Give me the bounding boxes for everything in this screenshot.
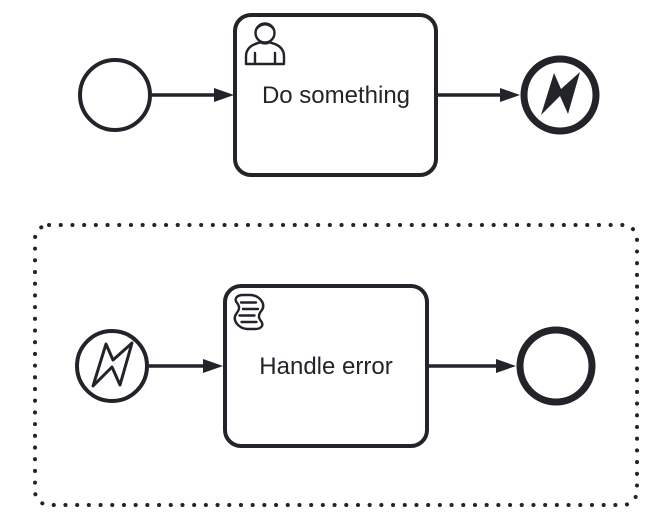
start-event-circle [78,58,152,132]
sequence-flow-start-to-task[interactable] [152,88,234,102]
end-event[interactable] [516,326,596,406]
start-event[interactable] [78,58,152,132]
user-icon-face [254,22,276,44]
error-lightning-icon [541,72,580,115]
user-icon-hair [255,24,275,33]
sequence-flow-errorstart-to-task[interactable] [149,359,223,373]
task-rect [233,13,438,177]
task-label: Handle error [259,353,392,380]
error-lightning-icon [91,341,134,388]
arrowhead-icon [496,359,516,373]
script-icon-lines [238,301,260,324]
event-subprocess[interactable]: Handle error [33,223,639,507]
arrowhead-icon [500,88,520,102]
user-icon-torso [244,41,286,66]
sequence-flow-task-to-end[interactable] [438,88,520,102]
script-icon-scroll [233,293,265,331]
event-subprocess-border [33,223,639,507]
script-icon [233,293,265,331]
arrowhead-icon [203,359,223,373]
user-task-do-something[interactable]: Do something [233,13,438,177]
user-icon [244,22,286,66]
sequence-flow-task-to-end[interactable] [429,359,516,373]
end-event-circle [516,326,596,406]
script-task-handle-error[interactable]: Handle error [223,284,429,448]
error-end-event[interactable] [520,55,600,135]
user-icon-collar-lines [253,51,277,65]
error-start-event[interactable] [75,329,149,403]
task-label: Do something [262,82,410,109]
arrowhead-icon [214,88,234,102]
task-rect [223,284,429,448]
